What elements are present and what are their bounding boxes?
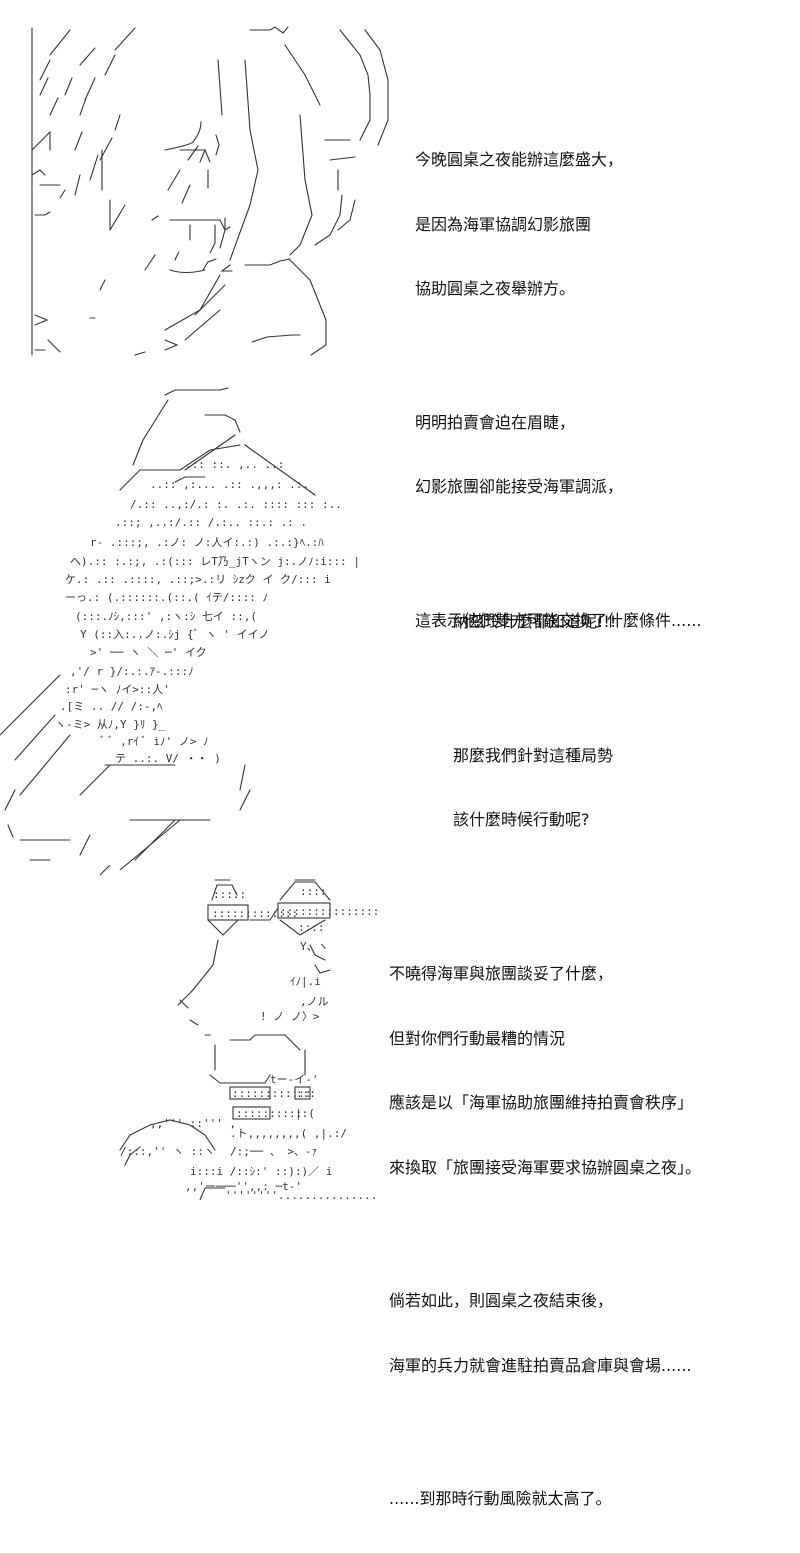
- svg-text::::::: :::::: [213, 888, 246, 901]
- svg-text:テ ..:. V/ ・・ ): テ ..:. V/ ・・ ): [115, 752, 221, 765]
- svg-text:i:::i /::ｼ:' ::):)／ i: i:::i /::ｼ:' ::):)／ i: [190, 1165, 332, 1178]
- svg-text:ケ.: .:: .::::, .::;>.:リ ｼzク: ケ.: .:: .::::, .::;>.:リ ｼzク イ ク/::: i: [65, 573, 331, 586]
- dialogue-line: 但對你們行動最糟的情況: [389, 1028, 566, 1048]
- panel-1: 今晚圓桌之夜能辦這麼盛大， 是因為海軍協調幻影旅團 協助圓桌之夜舉辦方。 明明拍…: [0, 0, 800, 630]
- svg-text:ヽ-ミ> 从ﾉ,Y }ﾘ }_: ヽ-ミ> 从ﾉ,Y }ﾘ }_: [55, 718, 166, 731]
- dialogue-line: 明明拍賣會迫在眉睫，: [415, 412, 576, 432]
- svg-text:..:: ,:... .:: .,,,: .:.: ..:: ,:... .:: .,,,: .:.: [150, 478, 309, 491]
- dialogue-line: 納茲玲什麼都知道呢!!!: [453, 612, 617, 631]
- svg-text:ーっ.: (.::::::.(::.( ｲテ/:: ーっ.: (.::::::.(::.( ｲテ/:::: ﾉ: [65, 591, 268, 604]
- svg-text:>' ── ヽ ＼ ─' イク: >' ── ヽ ＼ ─' イク: [90, 646, 207, 659]
- ascii-art-character-closeup: [20, 20, 400, 360]
- svg-text:.:: ::. ,.. ..:: .:: ::. ,.. ..:: [185, 458, 284, 471]
- dialogue-spacer: [453, 676, 616, 702]
- dialogue-line: 協助圓桌之夜舉辦方。: [415, 279, 576, 298]
- svg-text:,'/ r }/:.:.ｱ-.:::ﾉ: ,'/ r }/:.:.ｱ-.:::ﾉ: [70, 665, 194, 678]
- dialogue-line: 幻影旅團卻能接受海軍調派，: [415, 477, 624, 496]
- dialogue-line: 倘若如此，則圓桌之夜結束後，: [389, 1291, 614, 1310]
- svg-text:Y、ヽ: Y、ヽ: [300, 940, 329, 953]
- svg-text:::::::::::: ::::::::::: [236, 1107, 302, 1120]
- svg-text:,,''' ::''' ,: ,,''' ::''' ,: [150, 1117, 236, 1130]
- svg-text:.[ミ .. // /:-,ﾍ: .[ミ .. // /:-,ﾍ: [60, 700, 163, 713]
- svg-text:へ).:: :.:;, .:(::: レT乃_jTヽン j:: へ).:: :.:;, .:(::: レT乃_jTヽン j:.ノﾉ:i::: |: [70, 555, 360, 568]
- svg-text:ﾞ ﾞ ,rｲ ﾞ iﾉ' ノ> ﾉ: ﾞ ﾞ ,rｲ ﾞ iﾉ' ノ> ﾉ: [100, 735, 209, 748]
- svg-text:,ノル: ,ノル: [300, 995, 329, 1008]
- dialogue-line: 不曉得海軍與旅團談妥了什麼，: [389, 964, 614, 983]
- dialogue-line: 這表示他們雙方可能交換了什麼條件......: [415, 610, 702, 630]
- svg-text:! ノ ノ〉>: ! ノ ノ〉>: [260, 1010, 320, 1023]
- svg-text:(:::.ﾉｼ,:::' ,:ヽ:ｼ 七イ ::,: (:::.ﾉｼ,:::' ,:ヽ:ｼ 七イ ::,(: [75, 610, 257, 623]
- svg-text:/:;── 、 >、-ｧ: /:;── 、 >、-ｧ: [230, 1145, 317, 1158]
- dialogue-spacer: [389, 1419, 701, 1445]
- svg-text:tー-イ-': tー-イ-': [270, 1073, 319, 1086]
- dialogue-line: 今晚圓桌之夜能辦這麼盛大，: [415, 150, 624, 169]
- dialogue-line: 那麼我們針對這種局勢: [453, 745, 614, 765]
- svg-text:/:::,'' ヽ ::ヽ: /:::,'' ヽ ::ヽ: [120, 1145, 215, 1158]
- svg-text:Y (::入:..ノ:.ｼj {ﾞ ヽ ' イイノ: Y (::入:..ノ:.ｼj {ﾞ ヽ ' イイノ: [80, 628, 270, 641]
- dialogue-spacer: [389, 1221, 701, 1247]
- dialogue-line: 海軍的兵力就會進駐拍賣品倉庫與會場......: [389, 1355, 692, 1375]
- svg-text:::::::::::::: ::::::::::::: [232, 1087, 311, 1100]
- svg-text:.::; ,..:/.:: /.:.. ::.: .: .: .::; ,..:/.:: /.:.. ::.: .: .: [115, 516, 307, 529]
- svg-text::::: :::: [296, 1087, 316, 1100]
- dialogue-line: ......到那時行動風險就太高了。: [389, 1489, 612, 1508]
- svg-text::r' ─ヽ ﾉイ>::人': :r' ─ヽ ﾉイ>::人': [65, 683, 170, 696]
- svg-text:::::: ::::: [298, 921, 325, 934]
- dialogue-line: 來換取「旅團接受海軍要求協辦圓桌之夜」。: [389, 1157, 702, 1177]
- panel-3: ::::: ::::::::::::: :::: :::::::::::::::…: [0, 865, 800, 1508]
- ascii-art-character-with-hat: .:: ::. ,.. ..: ..:: ,:... .:: .,,,: .:.…: [0, 370, 400, 870]
- svg-text:::::: ::::: [300, 885, 327, 898]
- svg-text::::::::::::::::::: :::::::::::::::::: [280, 905, 380, 918]
- dialogue-block-1: 今晚圓桌之夜能辦這麼盛大， 是因為海軍協調幻影旅團 協助圓桌之夜舉辦方。 明明拍…: [415, 106, 702, 674]
- svg-text:ｲﾉ|.i: ｲﾉ|.i: [290, 975, 321, 988]
- panel-2: .:: ::. ,.. ..: ..:: ,:... .:: .,,,: .:.…: [0, 365, 800, 870]
- svg-text:/.:: ..,:/.: :. .:. :::: ::: :: /.:: ..,:/.: :. .:. :::: ::: :..: [130, 498, 342, 511]
- svg-text:r- .:::;, .:ノ: ノ:人イ:.:) .:.:}: r- .:::;, .:ノ: ノ:人イ:.:) .:.:}ﾍ.:ﾊ: [90, 536, 324, 549]
- dialogue-block-2: 納茲玲什麼都知道呢!!! 那麼我們針對這種局勢 該什麼時候行動呢?: [453, 568, 616, 874]
- ascii-art-mouse-character: ::::: ::::::::::::: :::: :::::::::::::::…: [100, 865, 380, 1200]
- svg-text:''''''''......................: ''''''''......................ヽ: [225, 1189, 380, 1200]
- dialogue-line: 是因為海軍協調幻影旅團: [415, 214, 592, 234]
- dialogue-line: 該什麼時候行動呢?: [453, 810, 590, 829]
- svg-text:.ト,,,,,,,,( ,|.:/: .ト,,,,,,,,( ,|.:/: [230, 1127, 347, 1140]
- dialogue-block-3: 不曉得海軍與旅團談妥了什麼， 但對你們行動最糟的情況 應該是以「海軍協助旅團維持…: [389, 920, 701, 1553]
- svg-text:,,'ー───'',,: ─t-': ,,'ー───'',,: ─t-': [185, 1180, 302, 1193]
- svg-text:|:(: |:(: [295, 1107, 315, 1120]
- dialogue-line: 應該是以「海軍協助旅團維持拍賣會秩序」: [389, 1093, 694, 1112]
